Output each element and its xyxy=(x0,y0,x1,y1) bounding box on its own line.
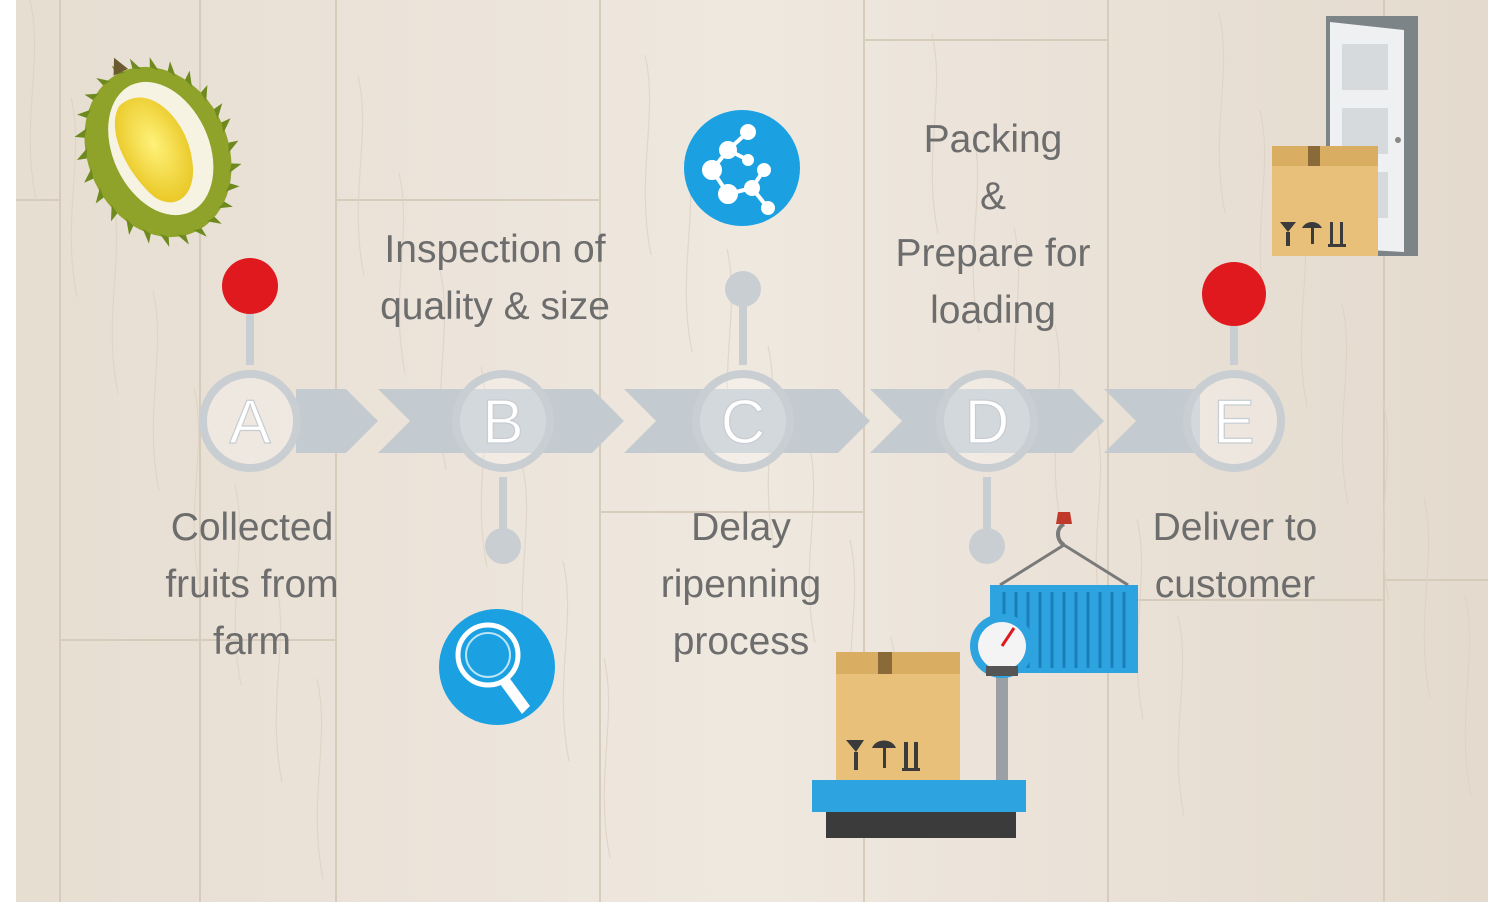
step-circle-fill xyxy=(944,378,1030,464)
marker-dot-red xyxy=(1202,262,1266,326)
step-letter-b: B xyxy=(482,388,523,457)
door-with-box-icon xyxy=(1272,16,1418,256)
step-label-a-line-3: farm xyxy=(213,620,291,663)
step-label-d-line-2: & xyxy=(980,175,1006,218)
step-letter-d: D xyxy=(965,388,1010,457)
track-chevron xyxy=(624,389,870,453)
marker-dot-grey xyxy=(725,271,761,307)
step-circle-fill xyxy=(1191,378,1277,464)
track-chevron xyxy=(1104,389,1200,453)
step-label-c-line-1: Delay xyxy=(691,506,791,549)
step-circle-c xyxy=(692,370,794,472)
marker-dot-grey xyxy=(485,528,521,564)
durian-icon xyxy=(74,57,242,248)
step-circle-fill xyxy=(207,378,293,464)
step-circle-e xyxy=(1183,370,1285,472)
step-markers xyxy=(222,258,1266,564)
step-letter-a: A xyxy=(229,388,271,457)
step-labels: Collected fruits from farm Inspection of qua… xyxy=(165,118,1317,663)
step-label-d-line-3: Prepare for xyxy=(895,232,1090,275)
step-label-a-line-1: Collected xyxy=(171,506,334,549)
marker-dot-red xyxy=(222,258,278,314)
step-label-a-line-2: fruits from xyxy=(165,563,338,606)
magnifier-icon xyxy=(439,609,555,725)
step-label-e-line-1: Deliver to xyxy=(1153,506,1318,549)
track-chevron xyxy=(296,389,378,453)
step-letter-c: C xyxy=(721,388,766,457)
step-letter-e: E xyxy=(1213,388,1254,457)
scale-with-box-and-container-icon xyxy=(812,512,1138,838)
step-label-b-line-2: quality & size xyxy=(380,285,610,328)
step-circle-fill xyxy=(460,378,546,464)
step-label-c-line-3: process xyxy=(673,620,810,663)
step-label-b-line-1: Inspection of xyxy=(384,228,605,271)
step-circles: A B C D E xyxy=(199,370,1285,472)
step-label-e-line-2: customer xyxy=(1155,563,1315,606)
marker-dot-grey xyxy=(969,528,1005,564)
step-circle-b xyxy=(452,370,554,472)
step-label-d-line-4: loading xyxy=(930,289,1056,332)
track-chevron xyxy=(378,389,624,453)
step-label-d-line-1: Packing xyxy=(924,118,1063,161)
track-chevron xyxy=(870,389,1104,453)
molecule-icon xyxy=(684,110,800,226)
step-circle-d xyxy=(936,370,1038,472)
step-circle-a xyxy=(199,370,301,472)
step-label-c-line-2: ripenning xyxy=(661,563,821,606)
timeline-track xyxy=(296,389,1200,453)
step-circle-fill xyxy=(700,378,786,464)
